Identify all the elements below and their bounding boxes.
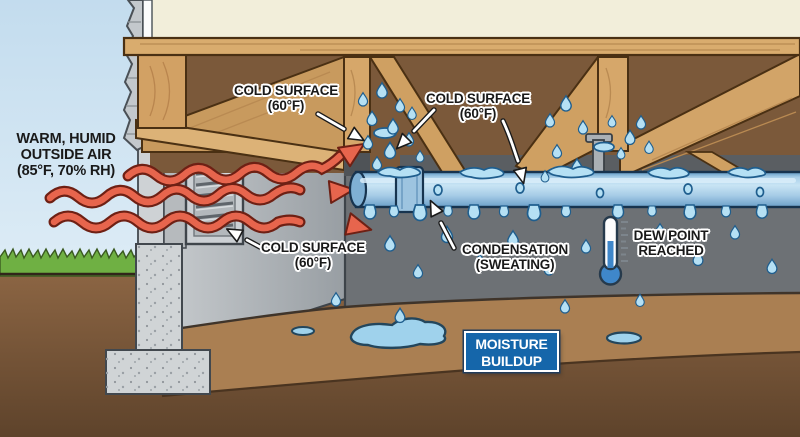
- label-line: WARM, HUMID: [16, 131, 116, 147]
- grass: [0, 247, 151, 277]
- label-line: COLD SURFACE: [425, 91, 531, 106]
- water-drop-icon: [330, 82, 778, 314]
- puddle-icon: [291, 307, 643, 350]
- label-cold-surface-2: COLD SURFACE (60°F): [419, 91, 537, 121]
- thermometer-icon: [598, 215, 628, 286]
- label-line: REACHED: [638, 243, 704, 259]
- label-warm-humid-air: WARM, HUMID OUTSIDE AIR (85°F, 70% RH): [2, 131, 130, 180]
- label-condensation: CONDENSATION (SWEATING): [451, 242, 579, 272]
- label-line: COLD SURFACE: [260, 240, 366, 255]
- floor-framing: [122, 36, 800, 180]
- label-cold-surface-3: COLD SURFACE (60°F): [254, 240, 372, 270]
- house-wall-interior: [140, 0, 800, 41]
- moisture-buildup-badge: MOISTURE BUILDUP: [464, 331, 559, 372]
- label-line: (60°F): [459, 106, 497, 122]
- wavy-airflow-arrow-icon: [44, 133, 375, 242]
- label-line: COLD SURFACE: [233, 83, 339, 98]
- label-dew-point: DEW POINT REACHED: [627, 228, 715, 258]
- label-cold-surface-1: COLD SURFACE (60°F): [227, 83, 345, 113]
- label-line: (60°F): [294, 255, 332, 271]
- label-line: BUILDUP: [481, 352, 542, 369]
- label-line: OUTSIDE AIR: [20, 147, 112, 164]
- label-line: MOISTURE: [475, 336, 548, 352]
- pointer-arrow-icon: [222, 107, 531, 251]
- label-line: DEW POINT: [633, 228, 709, 243]
- label-line: (60°F): [267, 98, 305, 114]
- label-line: (SWEATING): [475, 257, 555, 273]
- label-line: CONDENSATION: [461, 242, 569, 257]
- label-line: (85°F, 70% RH): [16, 163, 116, 180]
- footing: [105, 349, 211, 395]
